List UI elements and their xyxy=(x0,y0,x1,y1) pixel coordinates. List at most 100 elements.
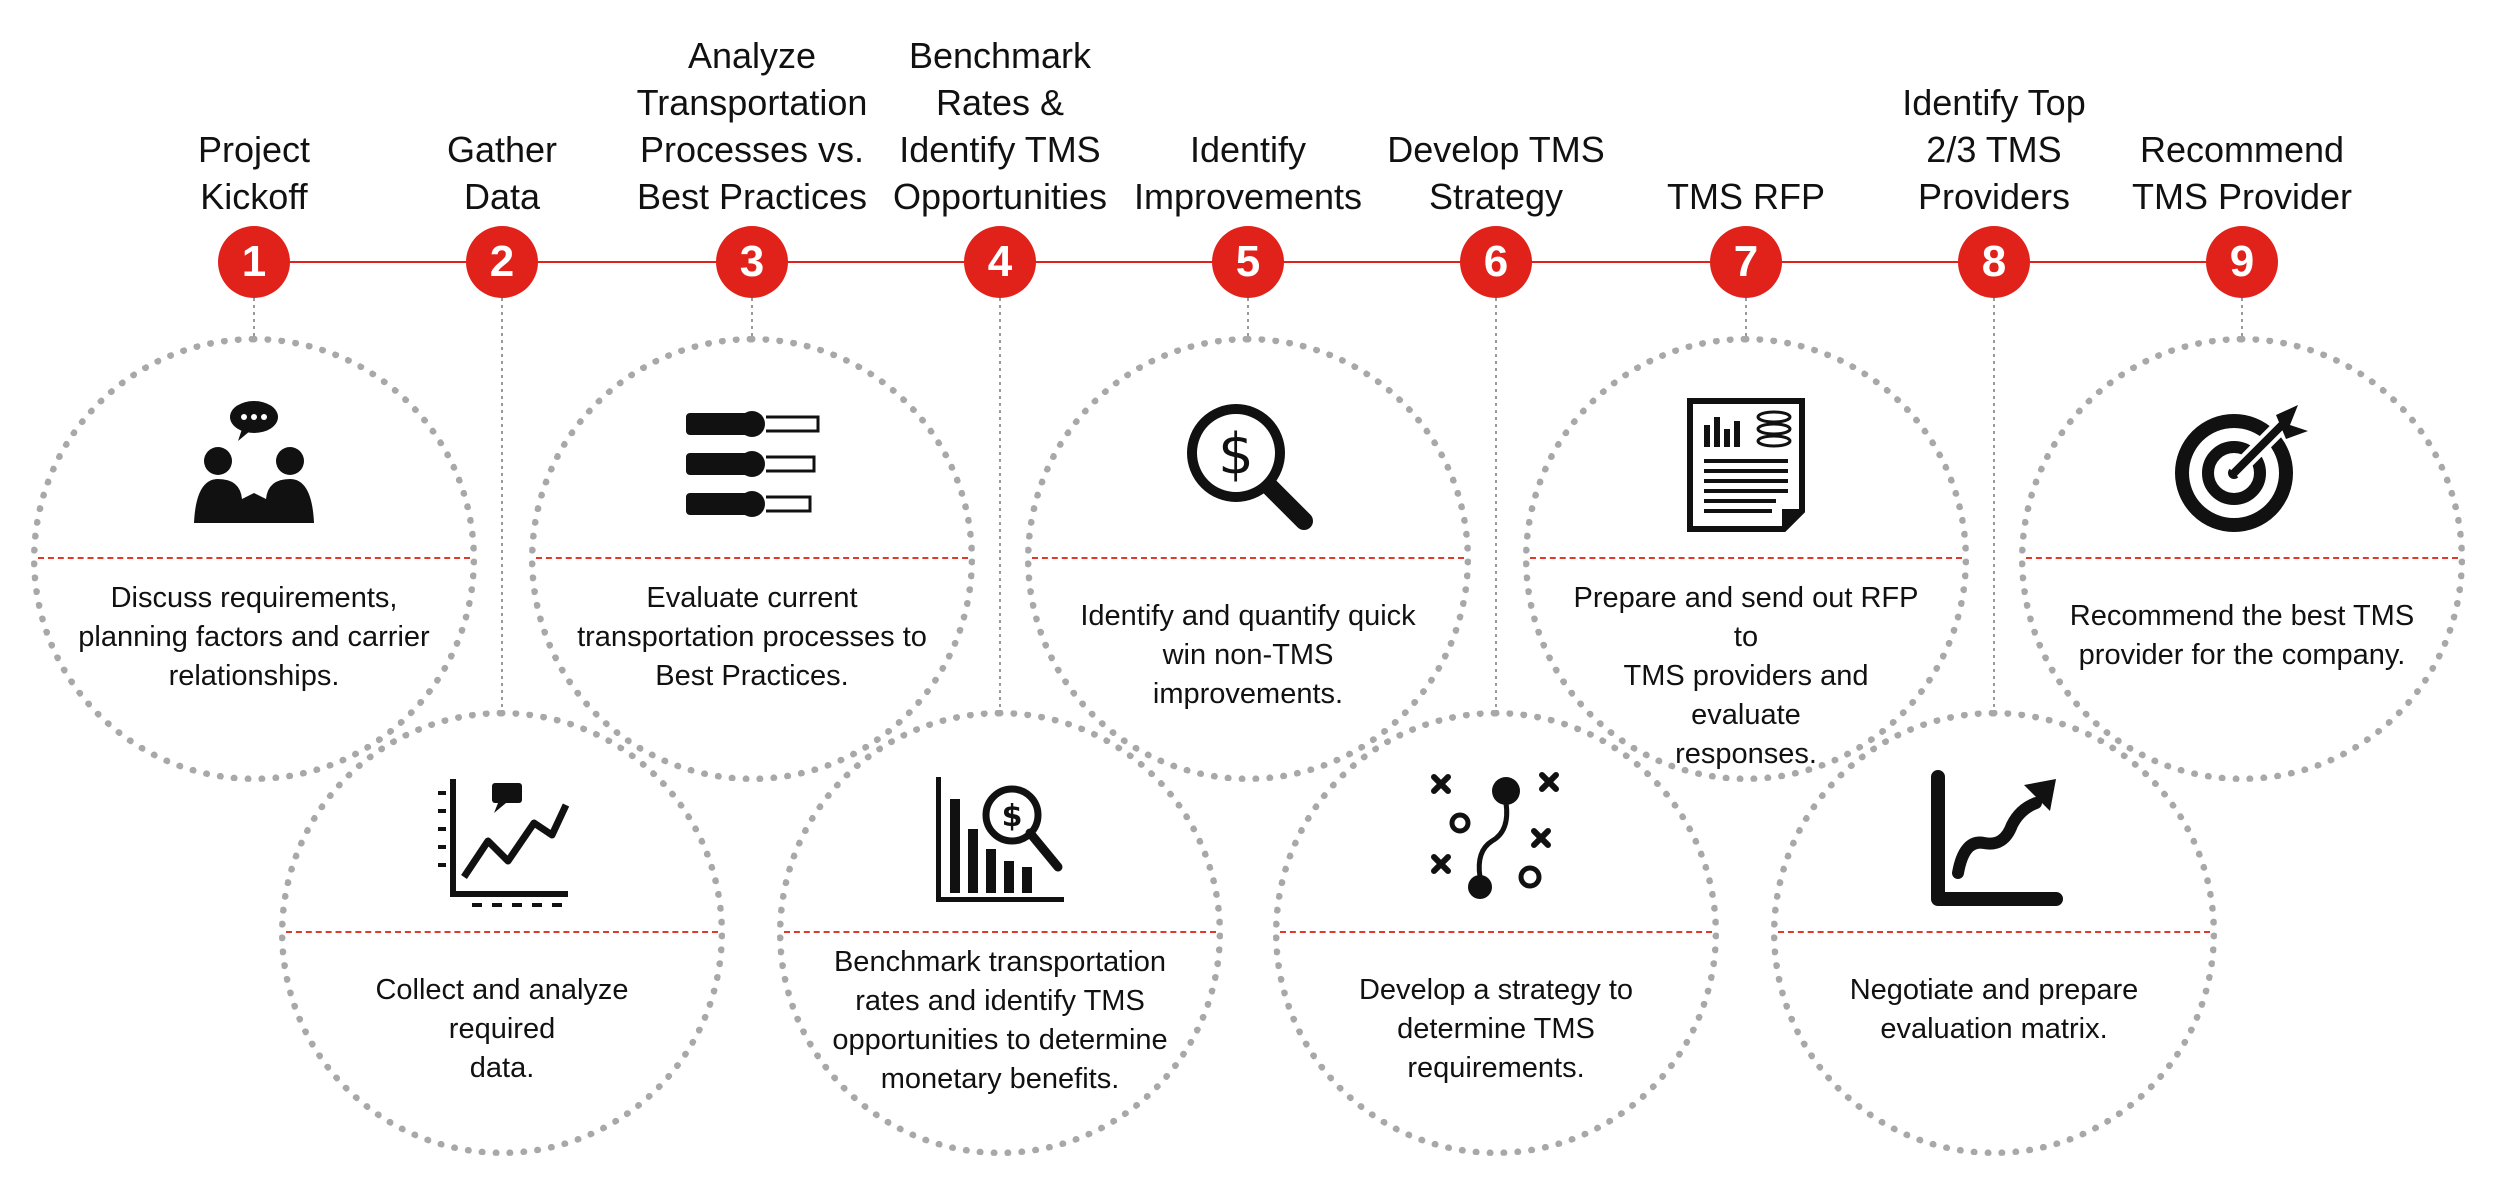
step-description-line: relationships. xyxy=(168,660,340,692)
process-list-icon xyxy=(682,395,822,535)
dollar-magnifier-icon: $ xyxy=(1178,395,1318,535)
step-title-line: Develop TMS xyxy=(1387,129,1605,170)
svg-text:$: $ xyxy=(1002,799,1023,834)
step-description-line: Benchmark transportation xyxy=(833,946,1167,978)
step-divider xyxy=(2026,557,2458,559)
step-description-line: Identify and quantify quick xyxy=(1080,600,1416,632)
document-report-icon xyxy=(1676,395,1816,535)
step-description: Evaluate current transportation processes… xyxy=(572,579,932,696)
step-circle: $ Benchmark transportation rates and iden… xyxy=(777,710,1223,1156)
step-number-badge: 5 xyxy=(1212,226,1284,298)
step-description-line: data. xyxy=(469,1052,535,1084)
step-description-line: rates and identify TMS xyxy=(855,985,1145,1017)
step-circle: Discuss requirements, planning factors an… xyxy=(31,336,477,782)
step-number-badge: 8 xyxy=(1958,226,2030,298)
step-divider xyxy=(1280,931,1712,933)
step-number-badge: 6 xyxy=(1460,226,1532,298)
step-divider xyxy=(38,557,470,559)
step-title-line: Improvements xyxy=(1133,176,1363,217)
strategy-play-icon xyxy=(1426,769,1566,909)
step-title: Develop TMS Strategy xyxy=(1371,126,1621,220)
step-title-line: Kickoff xyxy=(200,176,308,217)
step-description-line: Best Practices. xyxy=(655,660,849,692)
step-divider xyxy=(784,931,1216,933)
step-title: Identify Top 2/3 TMS Providers xyxy=(1869,79,2119,220)
step-description-line: Recommend the best TMS xyxy=(2069,600,2415,632)
step-description-line: Discuss requirements, xyxy=(110,582,398,614)
step-description-line: win non-TMS improvements. xyxy=(1152,639,1344,710)
step-description-line: monetary benefits. xyxy=(880,1063,1120,1095)
step-number-badge: 2 xyxy=(466,226,538,298)
step-description: Collect and analyze required data. xyxy=(322,971,682,1088)
step-circle: Recommend the best TMS provider for the c… xyxy=(2019,336,2465,782)
meeting-chat-icon xyxy=(184,395,324,535)
step-title-line: TMS Provider xyxy=(2131,176,2353,217)
step-description: Develop a strategy to determine TMS requi… xyxy=(1316,971,1676,1088)
step-number-badge: 9 xyxy=(2206,226,2278,298)
step-description-line: Evaluate current xyxy=(646,582,858,614)
step-circle: Evaluate current transportation processes… xyxy=(529,336,975,782)
step-title-line: Identify TMS xyxy=(899,129,1101,170)
step-title-line: Best Practices xyxy=(636,176,868,217)
step-description-line: transportation processes to xyxy=(577,621,927,653)
step-description-line: determine TMS requirements. xyxy=(1397,1013,1595,1084)
step-title-line: Processes vs. xyxy=(639,129,865,170)
step-title-line: Providers xyxy=(1917,176,2071,217)
step-description-line: evaluation matrix. xyxy=(1880,1013,2108,1045)
step-title-line: Identify Top xyxy=(1902,82,2086,123)
step-title-line: Identify xyxy=(1189,129,1307,170)
step-title-line: Analyze xyxy=(687,35,817,76)
data-chart-icon xyxy=(432,769,572,909)
step-description-line: Collect and analyze required xyxy=(375,974,629,1045)
step-description-line: responses. xyxy=(1675,738,1817,770)
step-description: Negotiate and prepare evaluation matrix. xyxy=(1814,971,2174,1049)
step-title-line: Benchmark xyxy=(908,35,1092,76)
growth-arrow-icon xyxy=(1924,769,2064,909)
step-circle: Develop a strategy to determine TMS requi… xyxy=(1273,710,1719,1156)
benchmark-analysis-icon: $ xyxy=(930,769,1070,909)
step-title-line: Rates & xyxy=(935,82,1065,123)
step-divider xyxy=(1032,557,1464,559)
step-divider xyxy=(1778,931,2210,933)
step-circle: $ Identify and quantify quick win non-TMS… xyxy=(1025,336,1471,782)
step-description-line: provider for the company. xyxy=(2078,639,2406,671)
step-description-line: Develop a strategy to xyxy=(1358,974,1634,1006)
step-description: Benchmark transportation rates and identi… xyxy=(820,943,1180,1099)
step-title-line: 2/3 TMS xyxy=(1926,129,2062,170)
step-description: Recommend the best TMS provider for the c… xyxy=(2062,597,2422,675)
step-circle: Collect and analyze required data. xyxy=(279,710,725,1156)
step-number-badge: 3 xyxy=(716,226,788,298)
step-title-line: Strategy xyxy=(1428,176,1564,217)
step-title-line: Data xyxy=(463,176,541,217)
step-title-line: Recommend xyxy=(2139,129,2345,170)
step-description: Discuss requirements, planning factors an… xyxy=(74,579,434,696)
step-title-line: Project xyxy=(197,129,311,170)
step-title-line: TMS RFP xyxy=(1667,176,1825,217)
step-divider xyxy=(536,557,968,559)
step-description-line: Prepare and send out RFP to xyxy=(1573,582,1919,653)
target-dart-icon xyxy=(2172,395,2312,535)
step-circle: Negotiate and prepare evaluation matrix. xyxy=(1771,710,2217,1156)
step-title-line: Opportunities xyxy=(892,176,1108,217)
step-description-line: TMS providers and evaluate xyxy=(1623,660,1869,731)
step-divider xyxy=(286,931,718,933)
step-description-line: Negotiate and prepare xyxy=(1849,974,2139,1006)
step-title: TMS RFP xyxy=(1621,173,1871,220)
step-number-badge: 1 xyxy=(218,226,290,298)
step-title-line: Transportation xyxy=(636,82,868,123)
step-number-badge: 4 xyxy=(964,226,1036,298)
step-divider xyxy=(1530,557,1962,559)
step-description: Identify and quantify quick win non-TMS i… xyxy=(1068,597,1428,714)
step-description-line: planning factors and carrier xyxy=(78,621,430,653)
svg-text:$: $ xyxy=(1218,422,1254,487)
step-number-badge: 7 xyxy=(1710,226,1782,298)
